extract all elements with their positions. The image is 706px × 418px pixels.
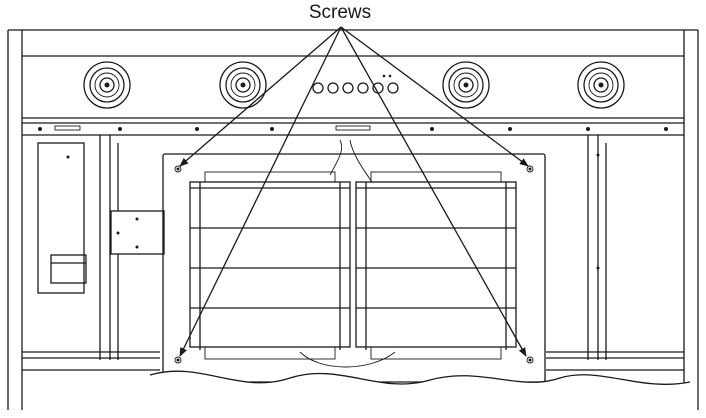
filter-right — [355, 171, 517, 360]
hood-housing — [7, 29, 699, 410]
cutaway-edge — [150, 371, 690, 418]
screw-callout-arrows — [179, 26, 529, 357]
arrow-screw-bottom-right — [340, 26, 527, 357]
fan-speaker-1 — [83, 61, 131, 109]
filter-left — [189, 171, 351, 360]
fan-speaker-3 — [442, 61, 490, 109]
fan-speaker-2 — [219, 61, 267, 109]
left-bracket — [37, 135, 165, 360]
right-bracket — [587, 135, 607, 360]
rail-fasteners — [38, 125, 668, 131]
fan-speaker-row — [83, 61, 625, 109]
lower-rails — [22, 351, 684, 371]
arrow-screw-top-left — [179, 26, 342, 167]
control-buttons — [312, 74, 399, 94]
fan-speaker-4 — [577, 61, 625, 109]
arrow-screw-top-right — [340, 26, 529, 167]
screws-callout-label: Screws — [308, 2, 372, 23]
cutaway-line — [149, 370, 691, 385]
arrow-screw-bottom-left — [179, 26, 342, 357]
